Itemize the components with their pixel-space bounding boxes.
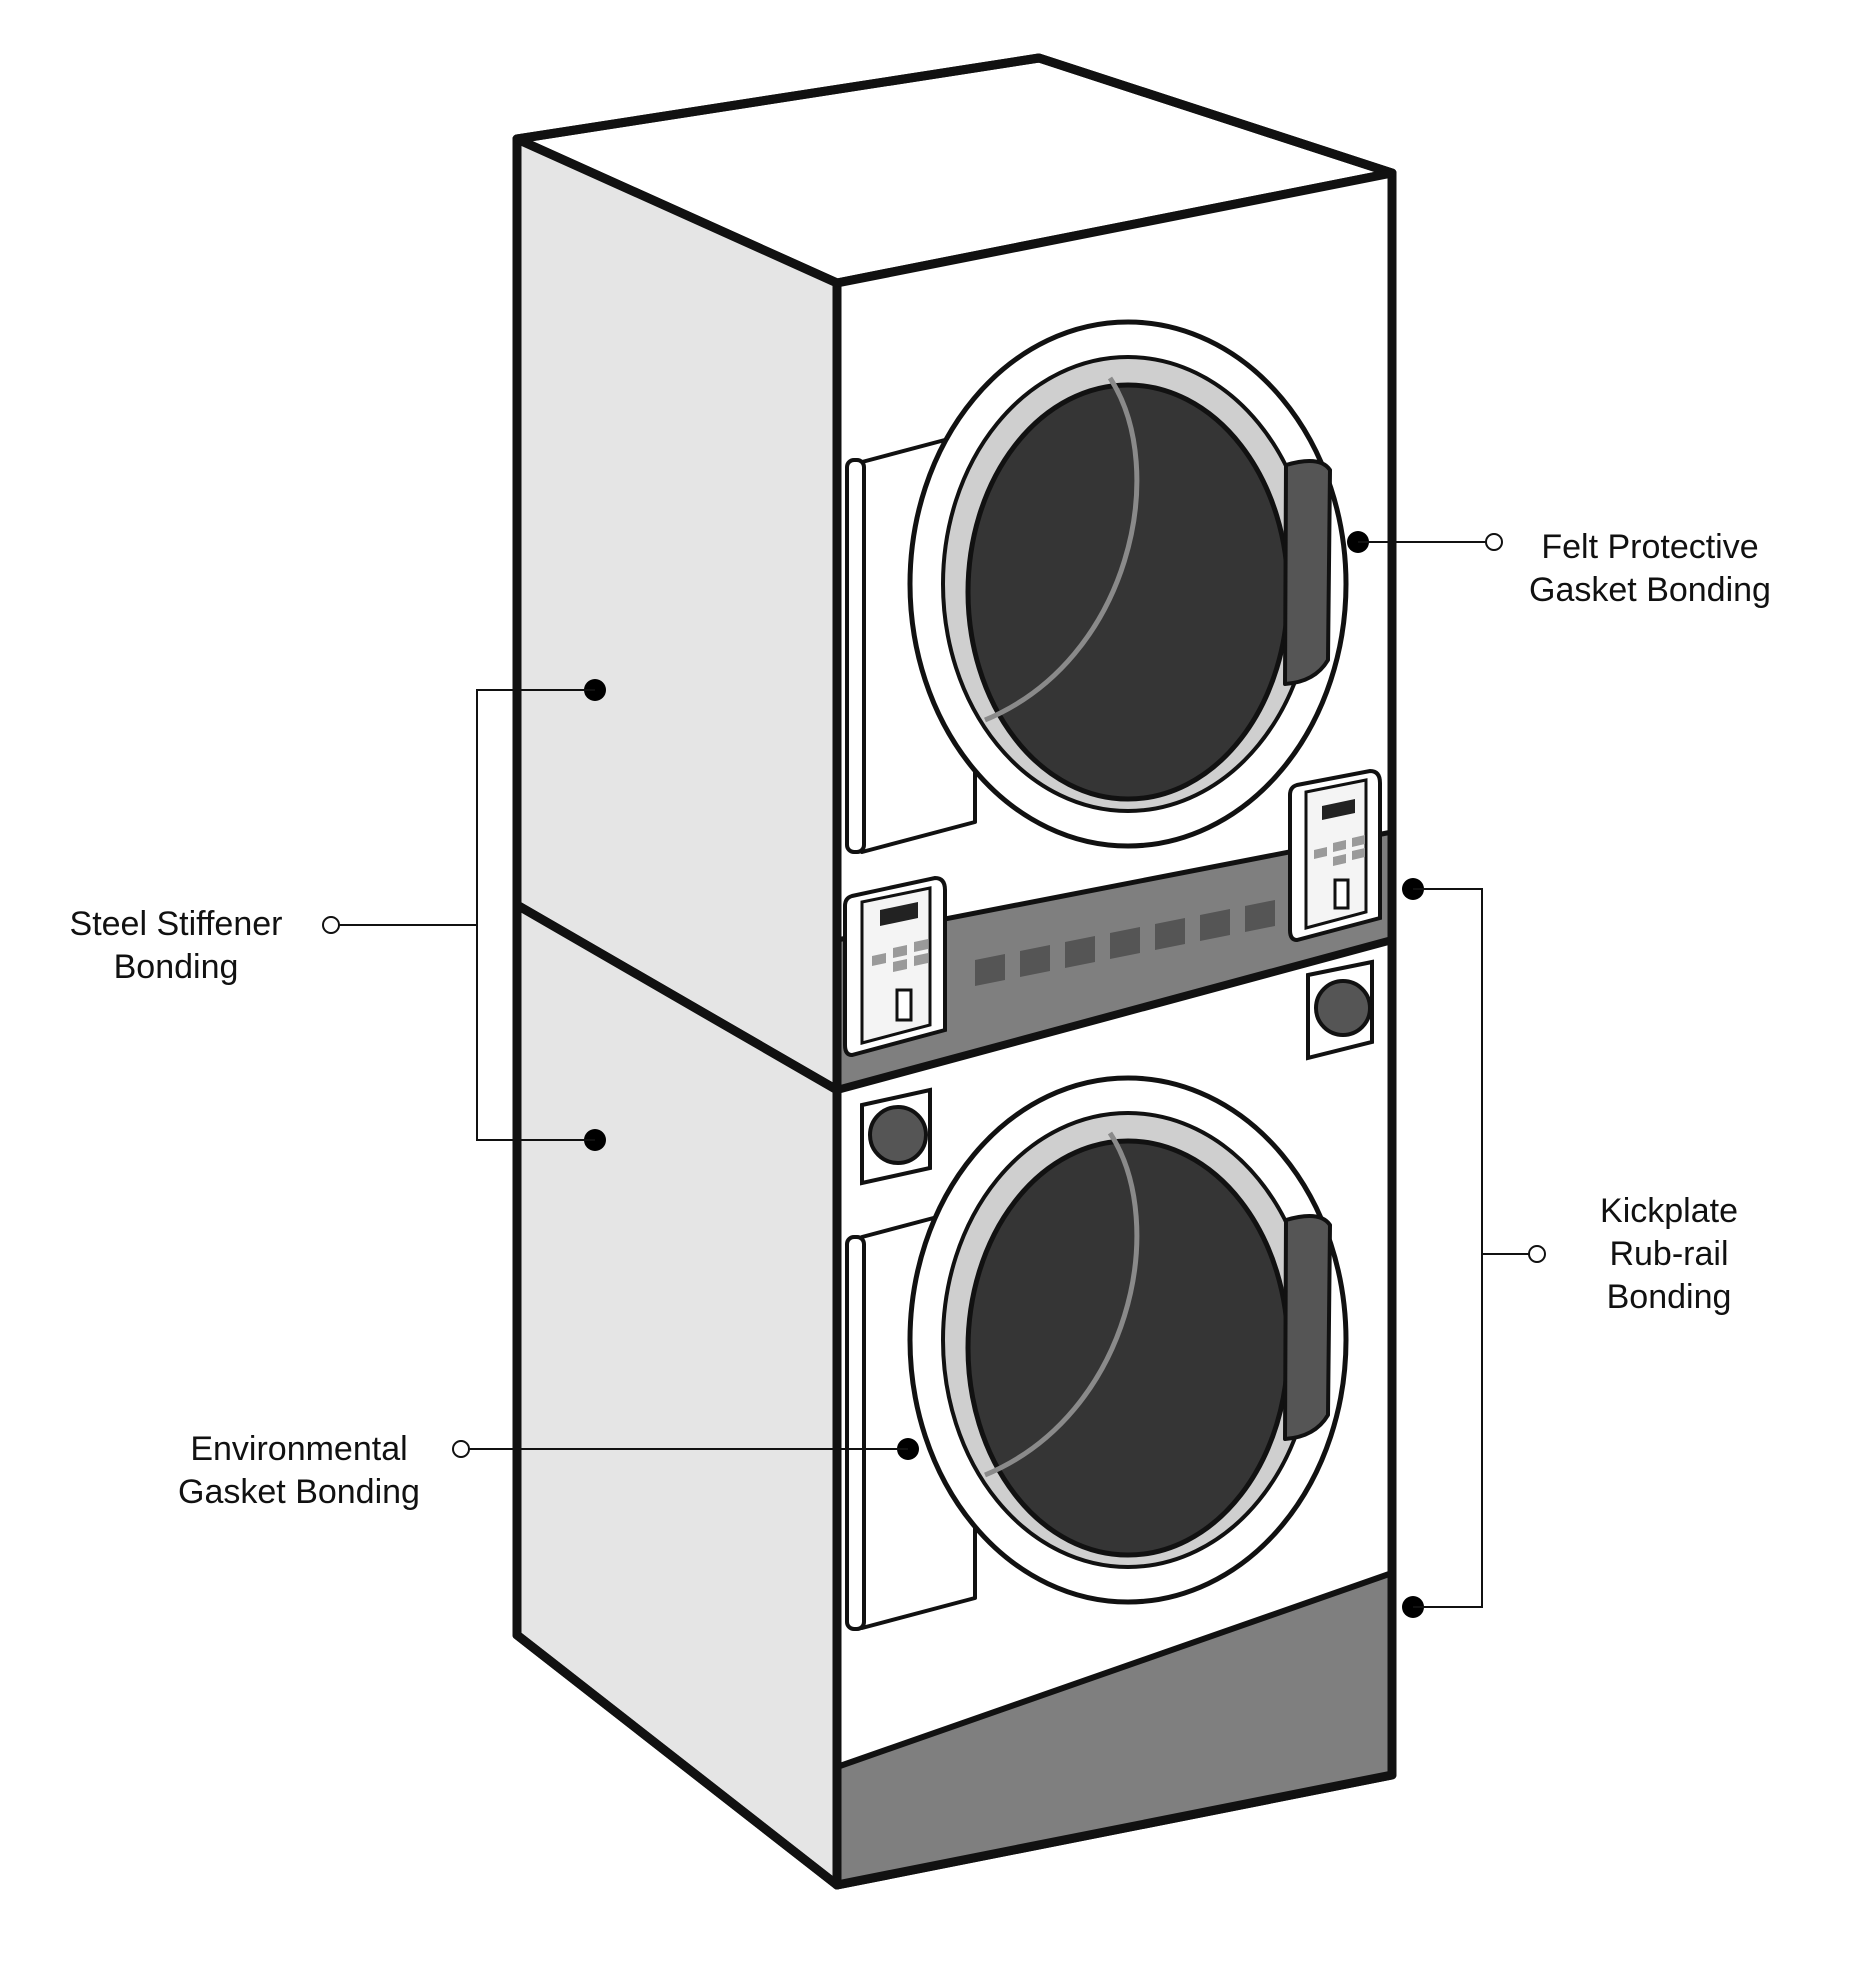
upper-door-glass (965, 382, 1291, 802)
rail-indicators (975, 900, 1275, 986)
left-panel-display (880, 902, 918, 926)
felt-anchor-circle (1485, 533, 1503, 551)
lower-door (845, 1075, 1349, 1631)
callout-steel-stiffener: Steel Stiffener Bonding (70, 679, 606, 1151)
kickplate-label-line1: Kickplate (1600, 1192, 1738, 1230)
knob-right (1306, 959, 1374, 1061)
right-coin-slot (1333, 878, 1350, 910)
control-panel-left (843, 875, 947, 1058)
kickplate-label-line2: Rub-rail (1609, 1235, 1728, 1273)
kickplate-label-line3: Bonding (1607, 1278, 1732, 1316)
felt-label-line2: Gasket Bonding (1529, 571, 1771, 609)
stack-seam (513, 901, 841, 1094)
environmental-label-line1: Environmental (190, 1430, 407, 1468)
upper-door-handle (1283, 459, 1332, 686)
cabinet-top-back-edge (513, 135, 841, 287)
unit-divider (833, 936, 1396, 1094)
upper-hinge-bar (845, 458, 866, 854)
environmental-label-line2: Gasket Bonding (178, 1473, 420, 1511)
environmental-anchor-circle (452, 1440, 470, 1458)
callout-environmental: Environmental Gasket Bonding (178, 1430, 919, 1511)
cabinet-outline (512, 53, 1397, 1890)
knob-left (860, 1087, 932, 1186)
lower-door-glass (965, 1138, 1291, 1558)
cabinet-top-edge (833, 169, 1396, 287)
stiffener-anchor-circle (322, 916, 340, 934)
upper-door-reflection (984, 376, 1140, 723)
left-coin-slot (895, 988, 913, 1022)
felt-label-line1: Felt Protective (1541, 528, 1758, 566)
right-panel-display (1322, 799, 1355, 820)
callout-kickplate: Kickplate Rub-rail Bonding (1402, 878, 1738, 1618)
cabinet (512, 53, 1397, 1890)
callout-felt-protective: Felt Protective Gasket Bonding (1347, 528, 1771, 609)
lower-hinge-bar (845, 1235, 866, 1631)
kickplate-anchor-circle (1528, 1245, 1546, 1263)
stiffener-label-line1: Steel Stiffener (70, 905, 283, 943)
stiffener-bracket (476, 689, 595, 1141)
control-panel-right (1288, 768, 1382, 943)
lower-door-handle (1283, 1214, 1332, 1441)
stiffener-label-line2: Bonding (114, 948, 239, 986)
upper-door (845, 319, 1349, 854)
kickplate-bracket (1413, 888, 1483, 1608)
lower-door-reflection (984, 1131, 1140, 1478)
